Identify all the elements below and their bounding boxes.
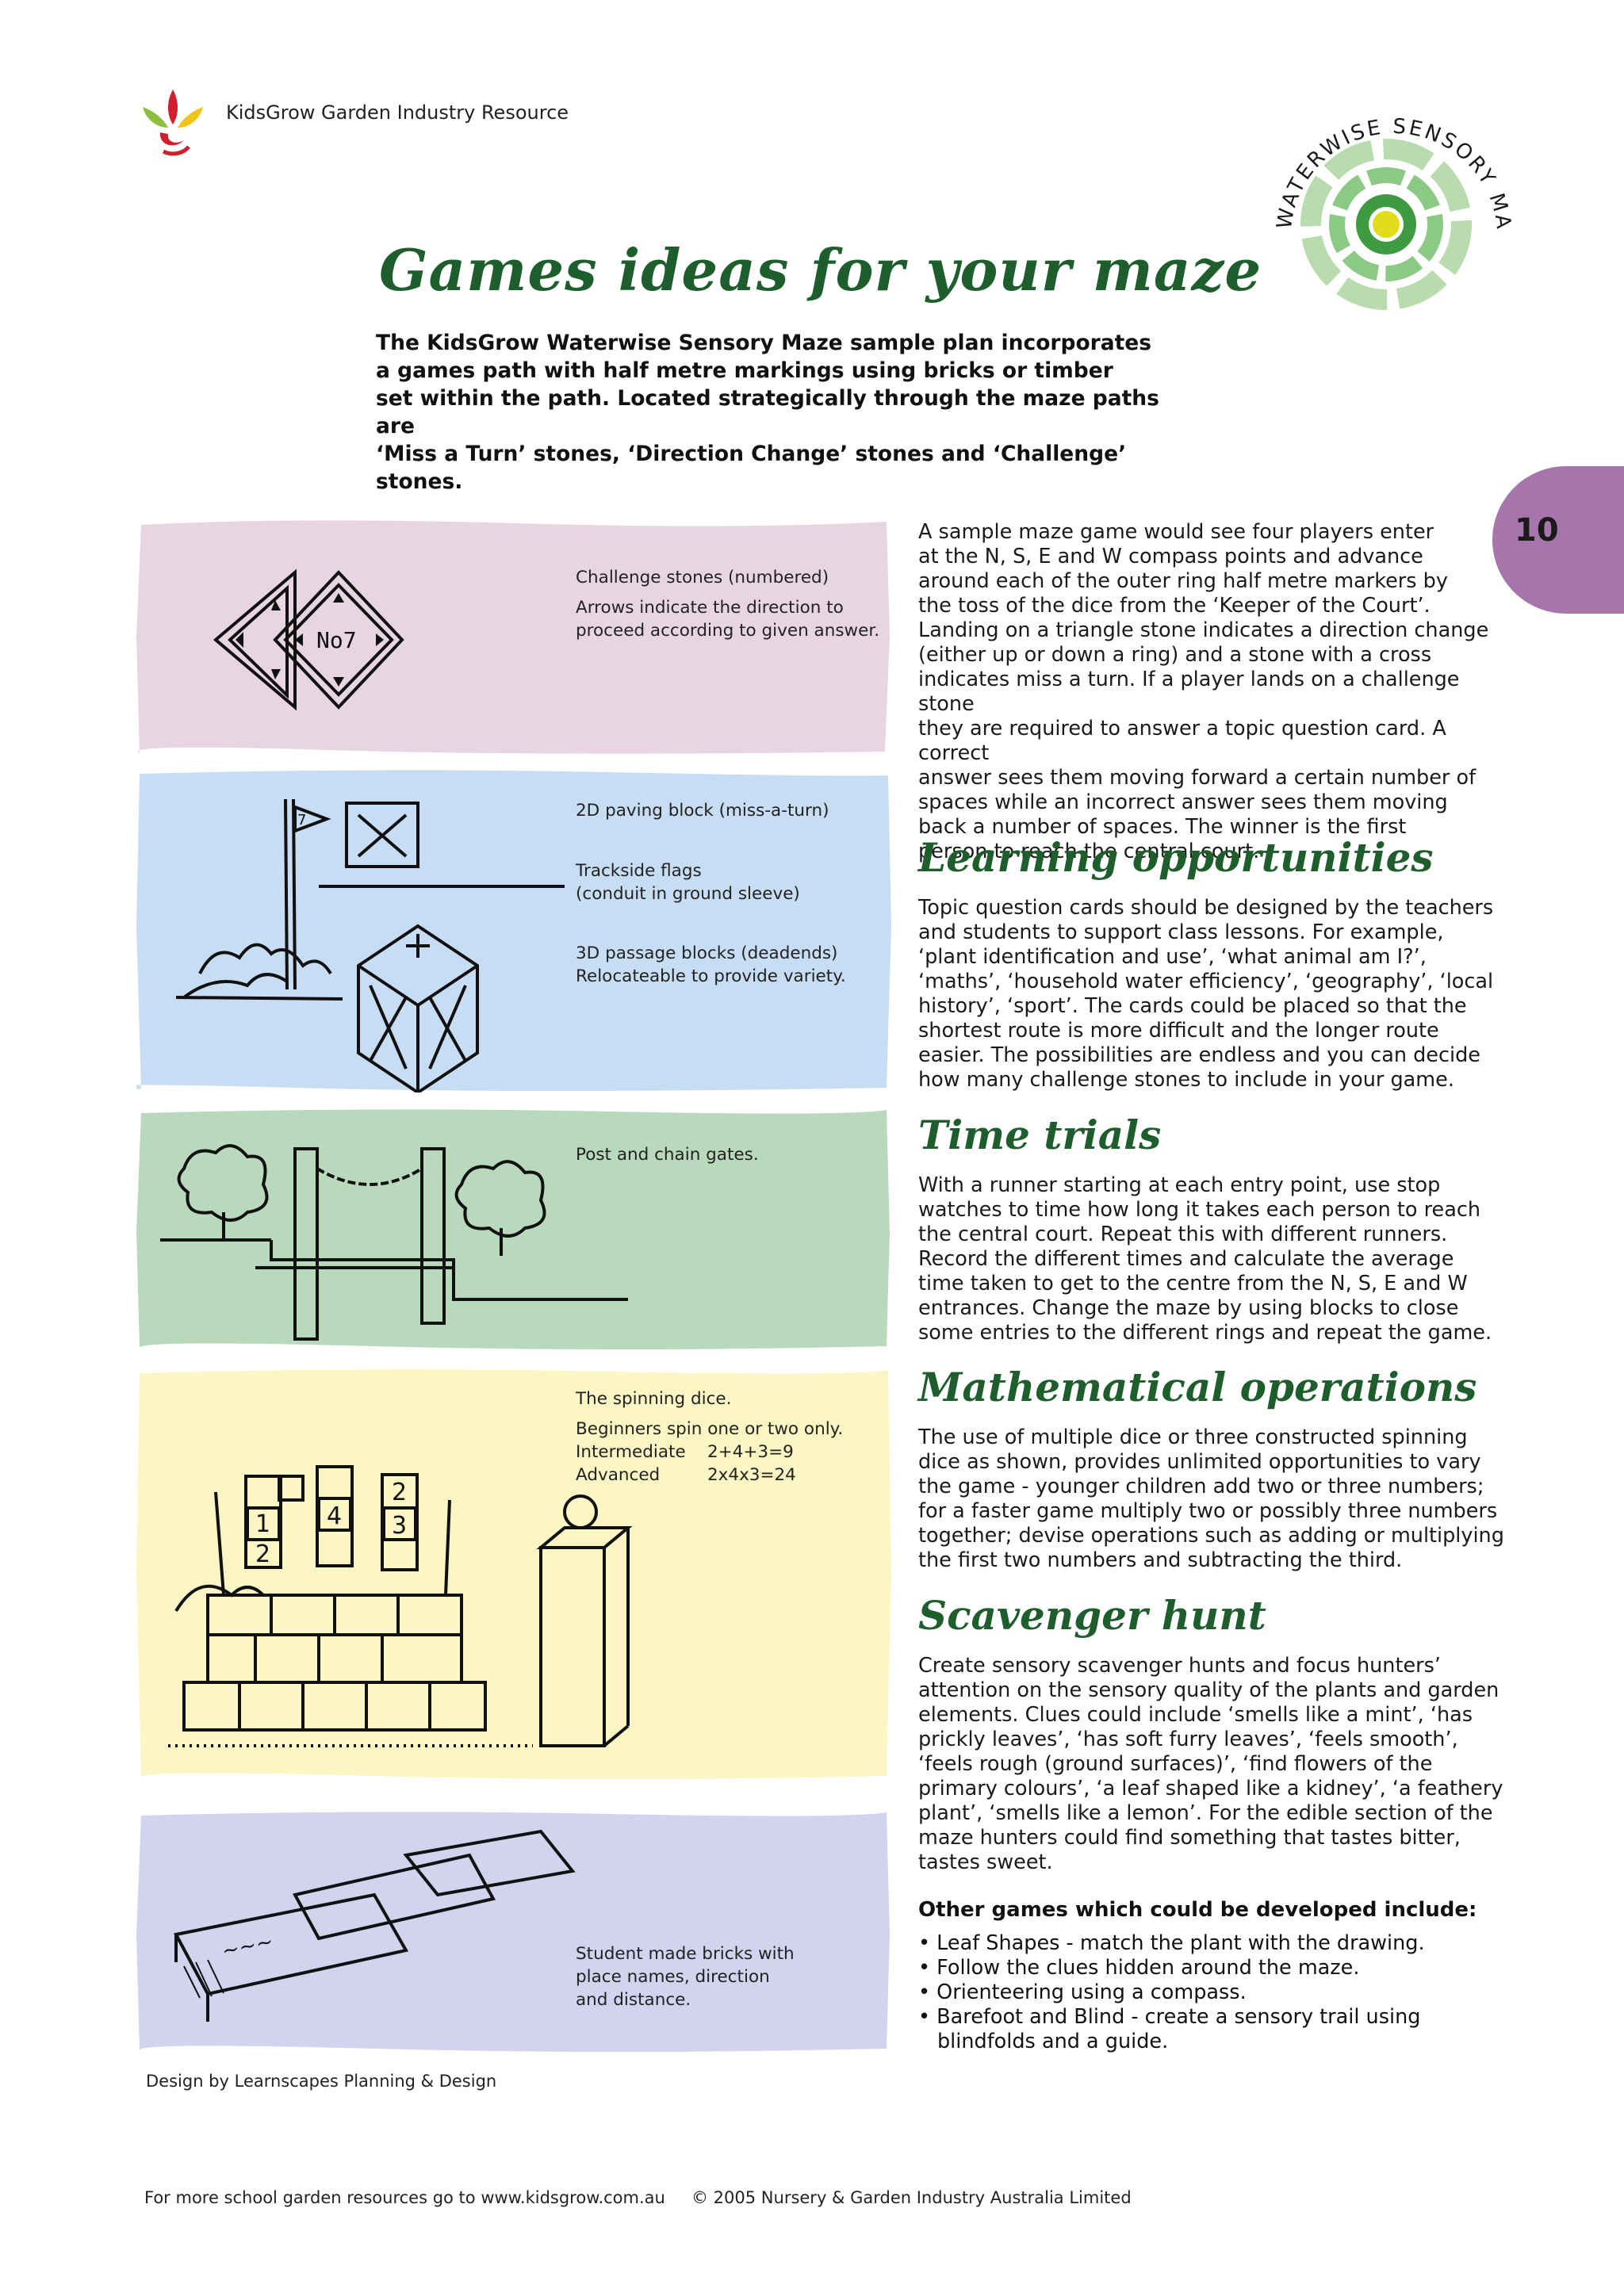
waterwise-sensory-maze-badge: WATERWISE SENSORY MAZE (1251, 94, 1513, 310)
die-face: 2 (392, 1479, 407, 1506)
intro-paragraph: The KidsGrow Waterwise Sensory Maze samp… (376, 329, 1185, 496)
page-tab (1492, 466, 1624, 614)
die-face: 4 (327, 1502, 342, 1530)
panel-post-chain-gates: Post and chain gates. (136, 1105, 891, 1353)
heading-scavenger: Scavenger hunt (918, 1592, 1266, 1639)
blocks-flags-drawing: 7 (175, 798, 565, 1093)
footer-link-text: For more school garden resources go to w… (144, 2188, 665, 2207)
list-item: • Leaf Shapes - match the plant with the… (918, 1931, 1425, 1955)
caption: place names, direction (576, 1967, 770, 1987)
caption: Intermediate (576, 1442, 686, 1462)
panel-challenge-stones: No7 Challenge stones (numbered) Arrows i… (136, 517, 891, 756)
main-paragraph: A sample maze game would see four player… (918, 520, 1505, 864)
heading-time-trials: Time trials (918, 1112, 1162, 1158)
other-games-heading: Other games which could be developed inc… (918, 1898, 1477, 1922)
caption: Arrows indicate the direction to (576, 598, 844, 618)
list-item: • Follow the clues hidden around the maz… (918, 1956, 1360, 1980)
caption: proceed according to given answer. (576, 621, 880, 641)
panel-blocks-flags: 7 2D paving block (miss-a-turn) Tracksid… (136, 767, 891, 1094)
heading-learning: Learning opportunities (918, 834, 1434, 881)
gates-drawing (160, 1144, 628, 1341)
text-line: answer sees them moving forward a certai… (918, 766, 1477, 790)
learning-text: Topic question cards should be designed … (918, 896, 1494, 1092)
intro-line: set within the path. Located strategical… (376, 386, 1159, 438)
die-face: 3 (392, 1512, 407, 1540)
text-line: back a number of spaces. The winner is t… (918, 815, 1407, 839)
intro-line: a games path with half metre markings us… (376, 358, 1113, 383)
flag-number-label: 7 (297, 812, 306, 828)
text-line: they are required to answer a topic ques… (918, 717, 1446, 765)
design-credit: Design by Learnscapes Planning & Design (146, 2072, 497, 2091)
caption: Student made bricks with (576, 1944, 795, 1964)
svg-text:~~~: ~~~ (220, 1930, 275, 1964)
list-item: • Barefoot and Blind - create a sensory … (918, 2005, 1421, 2053)
time-trials-text: With a runner starting at each entry poi… (918, 1173, 1492, 1345)
text-line: (either up or down a ring) and a stone w… (918, 643, 1432, 667)
panel-spinning-dice: 1 2 4 2 3 The spinning dice. Beginners s… (136, 1365, 891, 1782)
text-line: indicates miss a turn. If a player lands… (918, 668, 1460, 716)
scavenger-text: Create sensory scavenger hunts and focus… (918, 1654, 1503, 1874)
page-number: 10 (1515, 512, 1559, 549)
caption: Relocateable to provide variety. (576, 966, 846, 986)
caption: 2+4+3=9 (707, 1442, 794, 1462)
header-resource: KidsGrow Garden Industry Resource (226, 101, 569, 124)
page-title: Games ideas for your maze (379, 236, 1262, 304)
stone-number-label: No7 (316, 627, 357, 653)
text-line: Landing on a triangle stone indicates a … (918, 618, 1489, 642)
text-line: at the N, S, E and W compass points and … (918, 545, 1423, 568)
caption: and distance. (576, 1990, 691, 2010)
text-line: around each of the outer ring half metre… (918, 569, 1448, 593)
other-games-list: • Leaf Shapes - match the plant with the… (918, 1931, 1505, 2054)
challenge-stones-drawing: No7 (213, 568, 404, 711)
die-face: 2 (255, 1540, 270, 1568)
panel-student-bricks: ~~~ Student made bricks with place names… (136, 1808, 891, 2055)
caption: 3D passage blocks (deadends) (576, 943, 838, 963)
text-line: A sample maze game would see four player… (918, 520, 1434, 544)
intro-line: ‘Miss a Turn’ stones, ‘Direction Change’… (376, 442, 1127, 494)
caption: Trackside flags (576, 861, 702, 881)
text-line: spaces while an incorrect answer sees th… (918, 790, 1448, 814)
mathematical-text: The use of multiple dice or three constr… (918, 1425, 1504, 1572)
caption: 2x4x3=24 (707, 1465, 796, 1485)
heading-mathematical: Mathematical operations (918, 1364, 1477, 1410)
text-line: the toss of the dice from the ‘Keeper of… (918, 594, 1431, 618)
footer-copyright: © 2005 Nursery & Garden Industry Austral… (691, 2188, 1132, 2207)
caption: Challenge stones (numbered) (576, 568, 829, 587)
kidsgrow-logo (143, 90, 203, 156)
caption: Post and chain gates. (576, 1145, 759, 1165)
intro-line: The KidsGrow Waterwise Sensory Maze samp… (376, 331, 1152, 355)
die-face: 1 (255, 1510, 270, 1538)
spinning-dice-drawing: 1 2 4 2 3 (168, 1465, 633, 1747)
list-item: • Orienteering using a compass. (918, 1980, 1247, 2004)
student-bricks-drawing: ~~~ (173, 1829, 576, 2022)
text-line: person to reach the central court. (918, 840, 1260, 863)
caption: Advanced (576, 1465, 661, 1485)
caption: Beginners spin one or two only. (576, 1419, 844, 1439)
caption: (conduit in ground sleeve) (576, 884, 800, 904)
caption: The spinning dice. (576, 1389, 732, 1409)
caption: 2D paving block (miss-a-turn) (576, 801, 829, 821)
